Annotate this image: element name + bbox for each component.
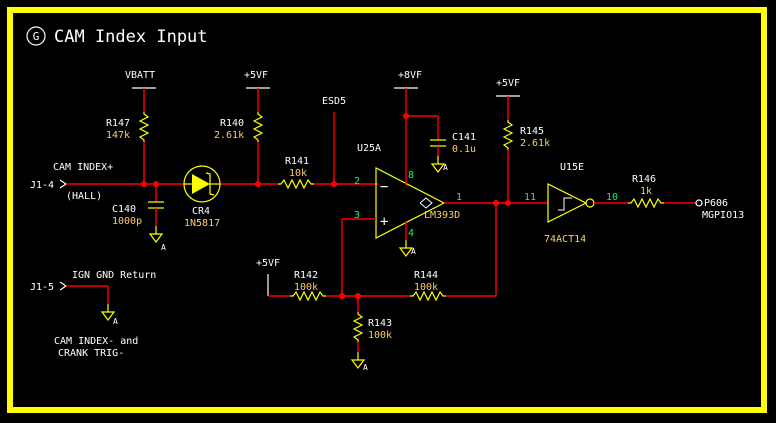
crank-trig-minus-label: CRANK TRIG-: [58, 348, 124, 359]
r146-value: 1k: [640, 186, 652, 197]
u25a-pin-4: 4: [408, 228, 414, 239]
ground-label-r143: A: [363, 363, 368, 372]
r147-resistor: [138, 112, 150, 142]
u15e-schmitt-inverter: [547, 183, 588, 223]
junction-r147: [141, 181, 147, 187]
r146-resistor: [628, 197, 664, 209]
u15e-ref: U15E: [560, 162, 584, 173]
junction-c140: [153, 181, 159, 187]
u25a-value: LM393D: [424, 210, 460, 221]
p606-label: P606: [704, 198, 728, 209]
u25a-plus-sign: +: [380, 214, 388, 230]
r142-resistor: [290, 290, 326, 302]
r145-value: 2.61k: [520, 138, 550, 149]
ground-symbol-c140: [149, 225, 163, 243]
u15e-pin-11: 11: [524, 192, 536, 203]
u25a-pin-3: 3: [354, 210, 360, 221]
u25a-comparator: [375, 167, 446, 239]
r141-resistor: [278, 178, 314, 190]
ground-label-ign: A: [113, 317, 118, 326]
r147-ref: R147: [106, 118, 130, 129]
r146-ref: R146: [632, 174, 656, 185]
junction-r140: [255, 181, 261, 187]
cam-index-minus-label: CAM INDEX- and: [54, 336, 138, 347]
r144-ref: R144: [414, 270, 438, 281]
u25a-pin-2: 2: [354, 176, 360, 187]
r141-value: 10k: [289, 168, 307, 179]
c141-value: 0.1u: [452, 144, 476, 155]
u25a-ref: U25A: [357, 143, 381, 154]
vbatt-label: VBATT: [125, 70, 155, 81]
ground-label-c141: A: [443, 163, 448, 172]
u25a-pin-1: 1: [456, 192, 462, 203]
r143-ref: R143: [368, 318, 392, 329]
p606-connector-icon: [695, 199, 703, 207]
cr4-ref: CR4: [192, 206, 210, 217]
connector-arrow-j1-4: [59, 179, 68, 189]
r140-value: 2.61k: [214, 130, 244, 141]
u25a-pin-8: 8: [408, 170, 414, 181]
ground-label-c140: A: [161, 243, 166, 252]
r147-value: 147k: [106, 130, 130, 141]
u15e-value: 74ACT14: [544, 234, 586, 245]
title-badge: G: [33, 30, 40, 43]
cr4-diode-triangle: [192, 174, 210, 194]
r143-resistor: [352, 312, 364, 342]
ground-label-u25a: A: [411, 247, 416, 256]
title-badge-circle: [26, 26, 46, 46]
c140-ref: C140: [112, 204, 136, 215]
open-collector-icon: [419, 197, 433, 209]
schematic-title: CAM Index Input: [54, 27, 208, 47]
connector-j1-4: J1-4: [30, 180, 54, 191]
hall-label: (HALL): [66, 191, 102, 202]
sheet-border: [7, 7, 767, 413]
r142-value: 100k: [294, 282, 318, 293]
r144-resistor: [410, 290, 446, 302]
r140-ref: R140: [220, 118, 244, 129]
junction-c141: [403, 113, 409, 119]
r140-resistor: [252, 112, 264, 142]
r142-ref: R142: [294, 270, 318, 281]
ign-gnd-return-label: IGN GND Return: [72, 270, 156, 281]
connector-j1-5: J1-5: [30, 282, 54, 293]
mgpio13-label: MGPIO13: [702, 210, 744, 221]
r144-value: 100k: [414, 282, 438, 293]
r145-resistor: [502, 120, 514, 150]
p5vf-r140-label: +5VF: [244, 70, 268, 81]
junction-esd5: [331, 181, 337, 187]
r141-ref: R141: [285, 156, 309, 167]
cr4-value: 1N5817: [184, 218, 220, 229]
r145-ref: R145: [520, 126, 544, 137]
p5vf-r145-label: +5VF: [496, 78, 520, 89]
p8vf-label: +8VF: [398, 70, 422, 81]
u25a-minus-sign: −: [380, 179, 388, 195]
esd5-label: ESD5: [322, 96, 346, 107]
p5vf-r142-label: +5VF: [256, 258, 280, 269]
r143-value: 100k: [368, 330, 392, 341]
cam-index-plus-label: CAM INDEX+: [53, 162, 113, 173]
c141-ref: C141: [452, 132, 476, 143]
connector-arrow-j1-5: [59, 281, 68, 291]
u15e-pin-10: 10: [606, 192, 618, 203]
c140-value: 1000p: [112, 216, 142, 227]
hysteresis-icon: [558, 197, 572, 211]
